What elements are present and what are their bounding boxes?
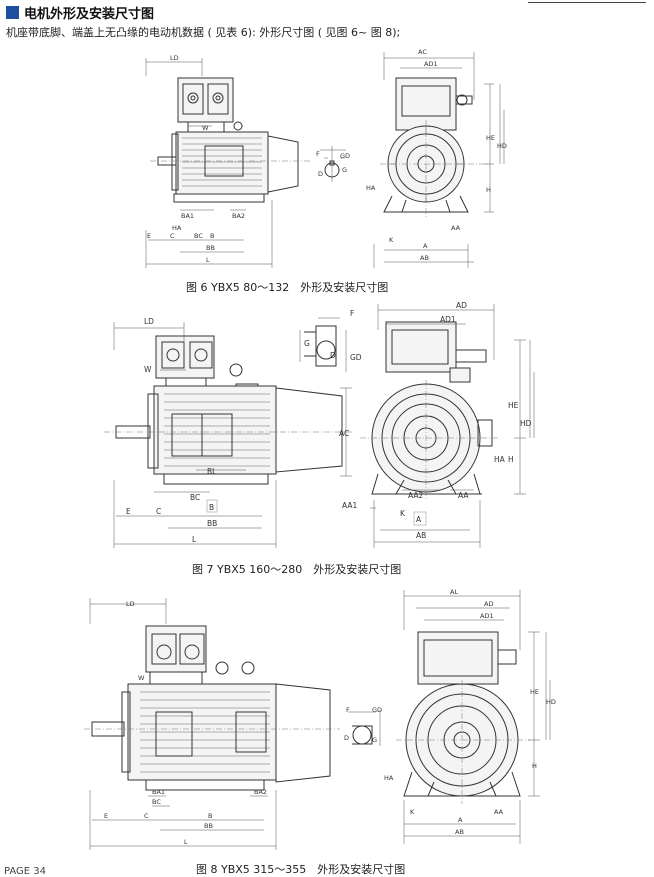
svg-text:BB: BB [207, 519, 217, 528]
svg-text:BA2: BA2 [232, 212, 245, 220]
figure-6-caption: 图 6 YBX5 80～132 外形及安装尺寸图 [186, 281, 389, 294]
svg-text:HA: HA [494, 455, 506, 464]
svg-text:A: A [458, 816, 463, 824]
svg-text:GD: GD [340, 152, 350, 160]
svg-text:B: B [208, 812, 212, 820]
svg-text:AA: AA [494, 808, 504, 816]
svg-text:BC: BC [190, 493, 200, 502]
svg-text:AD: AD [456, 301, 467, 310]
fig7-side-view: LD W BL BC E C B BB L AC [104, 317, 352, 548]
svg-text:BB: BB [206, 244, 215, 252]
svg-text:HE: HE [530, 688, 539, 696]
svg-text:B: B [210, 232, 214, 240]
svg-text:D: D [330, 351, 336, 360]
section-header: 电机外形及安装尺寸图 [6, 3, 154, 22]
section-title: 电机外形及安装尺寸图 [24, 7, 155, 22]
page-label: PAGE 34 [4, 866, 47, 877]
svg-text:AB: AB [416, 531, 426, 540]
svg-text:F: F [350, 309, 354, 318]
svg-text:HE: HE [508, 401, 519, 410]
svg-text:HD: HD [497, 142, 507, 150]
svg-text:LD: LD [170, 54, 179, 62]
svg-text:AD1: AD1 [440, 315, 456, 324]
svg-text:AA1: AA1 [342, 501, 357, 510]
svg-text:GD: GD [350, 353, 362, 362]
svg-text:HD: HD [520, 419, 532, 428]
svg-text:K: K [400, 509, 406, 518]
svg-text:E: E [147, 232, 151, 240]
svg-text:AA2: AA2 [408, 491, 423, 500]
svg-text:G: G [304, 339, 310, 348]
svg-text:H: H [532, 762, 537, 770]
svg-text:C: C [144, 812, 149, 820]
svg-text:D: D [344, 734, 349, 742]
fig6-side-view: LD W BA1 BA2 HA E C BC B BB L [145, 54, 310, 268]
svg-text:D: D [318, 170, 323, 178]
svg-text:BA1: BA1 [152, 788, 165, 796]
svg-text:BA2: BA2 [254, 788, 267, 796]
svg-text:BB: BB [204, 822, 213, 830]
svg-text:L: L [206, 256, 210, 264]
svg-text:HA: HA [384, 774, 394, 782]
svg-text:HA: HA [172, 224, 182, 232]
svg-text:G: G [342, 166, 347, 174]
svg-text:C: C [170, 232, 175, 240]
svg-text:AB: AB [455, 828, 464, 836]
svg-text:HE: HE [486, 134, 495, 142]
svg-text:AD: AD [484, 600, 493, 608]
svg-text:H: H [508, 455, 514, 464]
fig8-side-view: LD W BA1 BC BA2 E C B BB L [84, 598, 340, 850]
svg-text:AA: AA [451, 224, 461, 232]
svg-text:AL: AL [450, 588, 458, 596]
svg-text:E: E [126, 507, 131, 516]
svg-text:HD: HD [546, 698, 556, 706]
svg-text:AD1: AD1 [480, 612, 494, 620]
svg-text:C: C [156, 507, 161, 516]
svg-text:A: A [416, 515, 422, 524]
svg-text:LD: LD [144, 317, 154, 326]
svg-text:AC: AC [339, 429, 349, 438]
svg-text:AC: AC [418, 48, 427, 56]
svg-text:BC: BC [152, 798, 161, 806]
svg-text:H: H [486, 186, 491, 194]
svg-text:W: W [138, 674, 145, 682]
fig7-shaft-detail: F G GD D [299, 309, 362, 372]
svg-text:F: F [346, 706, 350, 714]
fig7-front-view: AD AD1 HE HD HA H AA1 AA2 AA K A AB [342, 301, 535, 548]
svg-text:L: L [192, 535, 197, 544]
svg-text:K: K [410, 808, 415, 816]
svg-text:BL: BL [207, 467, 217, 476]
svg-text:HA: HA [366, 184, 376, 192]
fig6-shaft-detail: F GD G D [316, 146, 350, 182]
svg-text:W: W [202, 124, 209, 132]
top-rule [528, 2, 646, 3]
figure-7-caption: 图 7 YBX5 160～280 外形及安装尺寸图 [192, 563, 402, 576]
figure-6-drawing: LD W BA1 BA2 HA E C BC B BB L F GD G D [145, 48, 507, 268]
section-subtitle: 机座带底脚、端盖上无凸缘的电动机数据 ( 见表 6): 外形尺寸图 ( 见图 6… [6, 26, 401, 39]
svg-text:GD: GD [372, 706, 382, 714]
svg-text:LD: LD [126, 600, 135, 608]
fig8-shaft-detail: F GD G D [344, 706, 382, 746]
section-marker-icon [6, 6, 19, 19]
svg-text:W: W [144, 365, 152, 374]
svg-text:B: B [209, 503, 214, 512]
fig8-front-view: AL AD AD1 HE HD H HA K AA A AB [384, 588, 556, 844]
svg-text:BA1: BA1 [181, 212, 194, 220]
svg-text:BC: BC [194, 232, 203, 240]
svg-text:A: A [423, 242, 428, 250]
svg-text:E: E [104, 812, 108, 820]
svg-text:AD1: AD1 [424, 60, 438, 68]
svg-text:G: G [372, 736, 377, 744]
svg-text:L: L [184, 838, 188, 846]
svg-text:K: K [389, 236, 394, 244]
fig6-front-view: AC AD1 HE HD H HA K AA A AB [366, 48, 507, 268]
figure-8-drawing: LD W BA1 BC BA2 E C B BB L F GD G D AL A… [84, 588, 556, 850]
figure-8-caption: 图 8 YBX5 315～355 外形及安装尺寸图 [196, 863, 406, 876]
svg-text:AA: AA [458, 491, 469, 500]
svg-text:AB: AB [420, 254, 429, 262]
svg-text:F: F [316, 150, 320, 158]
figure-7-drawing: LD W BL BC E C B BB L AC F G GD D [104, 301, 535, 548]
